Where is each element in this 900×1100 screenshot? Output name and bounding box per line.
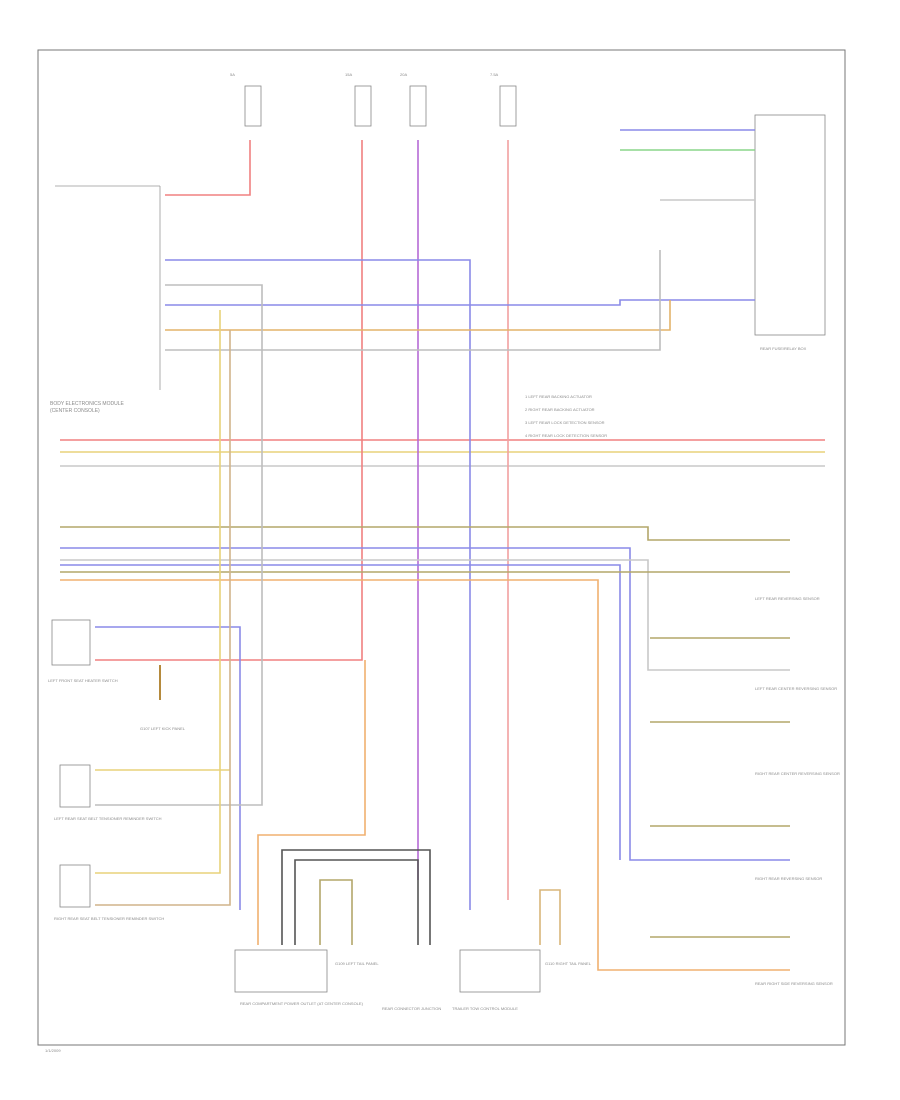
right-rear-sensor-label: RIGHT REAR SEAT BELT TENSIONER REMINDER … [54, 916, 164, 921]
fuse-20a-label: 20A [400, 72, 407, 77]
wire-red-1 [165, 140, 251, 196]
bem-sublabel: (CENTER CONSOLE) [50, 408, 100, 414]
right-sensor-2-label: LEFT REAR CENTER REVERSING SENSOR [755, 686, 837, 691]
fuse-7-5a-label: 7.5A [490, 72, 499, 77]
left-seat-switch-label: LEFT FRONT SEAT HEATER SWITCH [48, 678, 118, 683]
left-rear-sensor-box: LEFT REAR SEAT BELT TENSIONER REMINDER S… [54, 764, 162, 821]
fuse-15a: 15A [345, 72, 372, 127]
wire-gray-row [60, 559, 790, 671]
diagram-frame [37, 49, 846, 1046]
legend-item-4: 4 RIGHT REAR LOCK DETECTION SENSOR [525, 433, 607, 438]
fuse-5a-label: 5A [230, 72, 235, 77]
wire-blue-row [60, 547, 790, 861]
right-sensor-4-label: RIGHT REAR REVERSING SENSOR [755, 876, 822, 881]
left-rear-sensor-label: LEFT REAR SEAT BELT TENSIONER REMINDER S… [54, 816, 162, 821]
wire-olive-bottom [319, 879, 353, 945]
footer-code: 1/1/2009 [45, 1048, 61, 1053]
right-sensor-3-label: RIGHT REAR CENTER REVERSING SENSOR [755, 771, 840, 776]
legend: 1 LEFT REAR BACKING ACTUATOR 2 RIGHT REA… [525, 394, 607, 438]
rear-connector-junction: REAR CONNECTOR JUNCTION [382, 1006, 441, 1011]
ground-g110: G110 RIGHT TAIL PANEL [545, 961, 592, 966]
right-sensor-3: RIGHT REAR CENTER REVERSING SENSOR [755, 771, 840, 776]
fuse-15a-label: 15A [345, 72, 352, 77]
rear-junction-label: REAR CONNECTOR JUNCTION [382, 1006, 441, 1011]
legend-item-1: 1 LEFT REAR BACKING ACTUATOR [525, 394, 592, 399]
wire-blue-left [95, 626, 241, 910]
rear-power-outlet: REAR COMPARTMENT POWER OUTLET (AT CENTER… [234, 949, 364, 1006]
wire-black-bottom [281, 849, 431, 945]
ground-g107: G107 LEFT KICK PANEL [140, 665, 186, 731]
trailer-tow-module: TRAILER TOW CONTROL MODULE [452, 949, 541, 1011]
wire-orange-r [165, 300, 671, 331]
rear-power-outlet-label: REAR COMPARTMENT POWER OUTLET (AT CENTER… [240, 1001, 364, 1006]
wire-blue-bem [165, 259, 471, 910]
wire-olive-1 [60, 526, 790, 541]
right-sensor-2: LEFT REAR CENTER REVERSING SENSOR [755, 686, 837, 691]
wire-tan-bottom [539, 889, 561, 945]
wire-orange-row [60, 579, 790, 971]
wire-tan-left [95, 330, 231, 906]
rear-fuse-box-label: REAR FUSE/RELAY BOX [760, 346, 807, 351]
fuse-5a: 5A [230, 72, 262, 127]
wire-yellow-left-2 [95, 310, 221, 874]
wire-orange-bottom [257, 660, 366, 945]
wire-gray-r [165, 250, 661, 351]
ground-g109-label: G109 LEFT TAIL PANEL [335, 961, 379, 966]
right-sensor-5: REAR RIGHT SIDE REVERSING SENSOR [755, 981, 833, 986]
wire-black-bottom-2 [294, 859, 419, 945]
trailer-module-label: TRAILER TOW CONTROL MODULE [452, 1006, 518, 1011]
wire-red-v [95, 140, 363, 661]
right-sensor-5-label: REAR RIGHT SIDE REVERSING SENSOR [755, 981, 833, 986]
bem-label: BODY ELECTRONICS MODULE [50, 401, 124, 407]
legend-item-2: 2 RIGHT REAR BACKING ACTUATOR [525, 407, 595, 412]
wire-gray-left [95, 284, 263, 806]
rear-fuse-box: REAR FUSE/RELAY BOX [754, 114, 826, 351]
ground-g109: G109 LEFT TAIL PANEL [335, 961, 379, 966]
ground-g107-label: G107 LEFT KICK PANEL [140, 726, 186, 731]
wire-group [60, 129, 825, 971]
ground-g110-label: G110 RIGHT TAIL PANEL [545, 961, 592, 966]
right-sensor-1: LEFT REAR REVERSING SENSOR [755, 596, 820, 601]
fuse-group-top: 5A 15A 20A 7.5A [230, 72, 517, 127]
right-sensor-1-label: LEFT REAR REVERSING SENSOR [755, 596, 820, 601]
right-rear-sensor-box: RIGHT REAR SEAT BELT TENSIONER REMINDER … [54, 864, 164, 921]
fuse-7-5a: 7.5A [490, 72, 517, 127]
bem-connector-block: BODY ELECTRONICS MODULE (CENTER CONSOLE) [50, 185, 161, 414]
right-sensor-4: RIGHT REAR REVERSING SENSOR [755, 876, 822, 881]
left-seat-switch: LEFT FRONT SEAT HEATER SWITCH [48, 619, 118, 683]
fuse-20a: 20A [400, 72, 427, 127]
legend-item-3: 3 LEFT REAR LOCK DETECTION SENSOR [525, 420, 605, 425]
wire-blue-row-2 [60, 564, 621, 860]
wire-blue-bem-2 [165, 299, 755, 306]
